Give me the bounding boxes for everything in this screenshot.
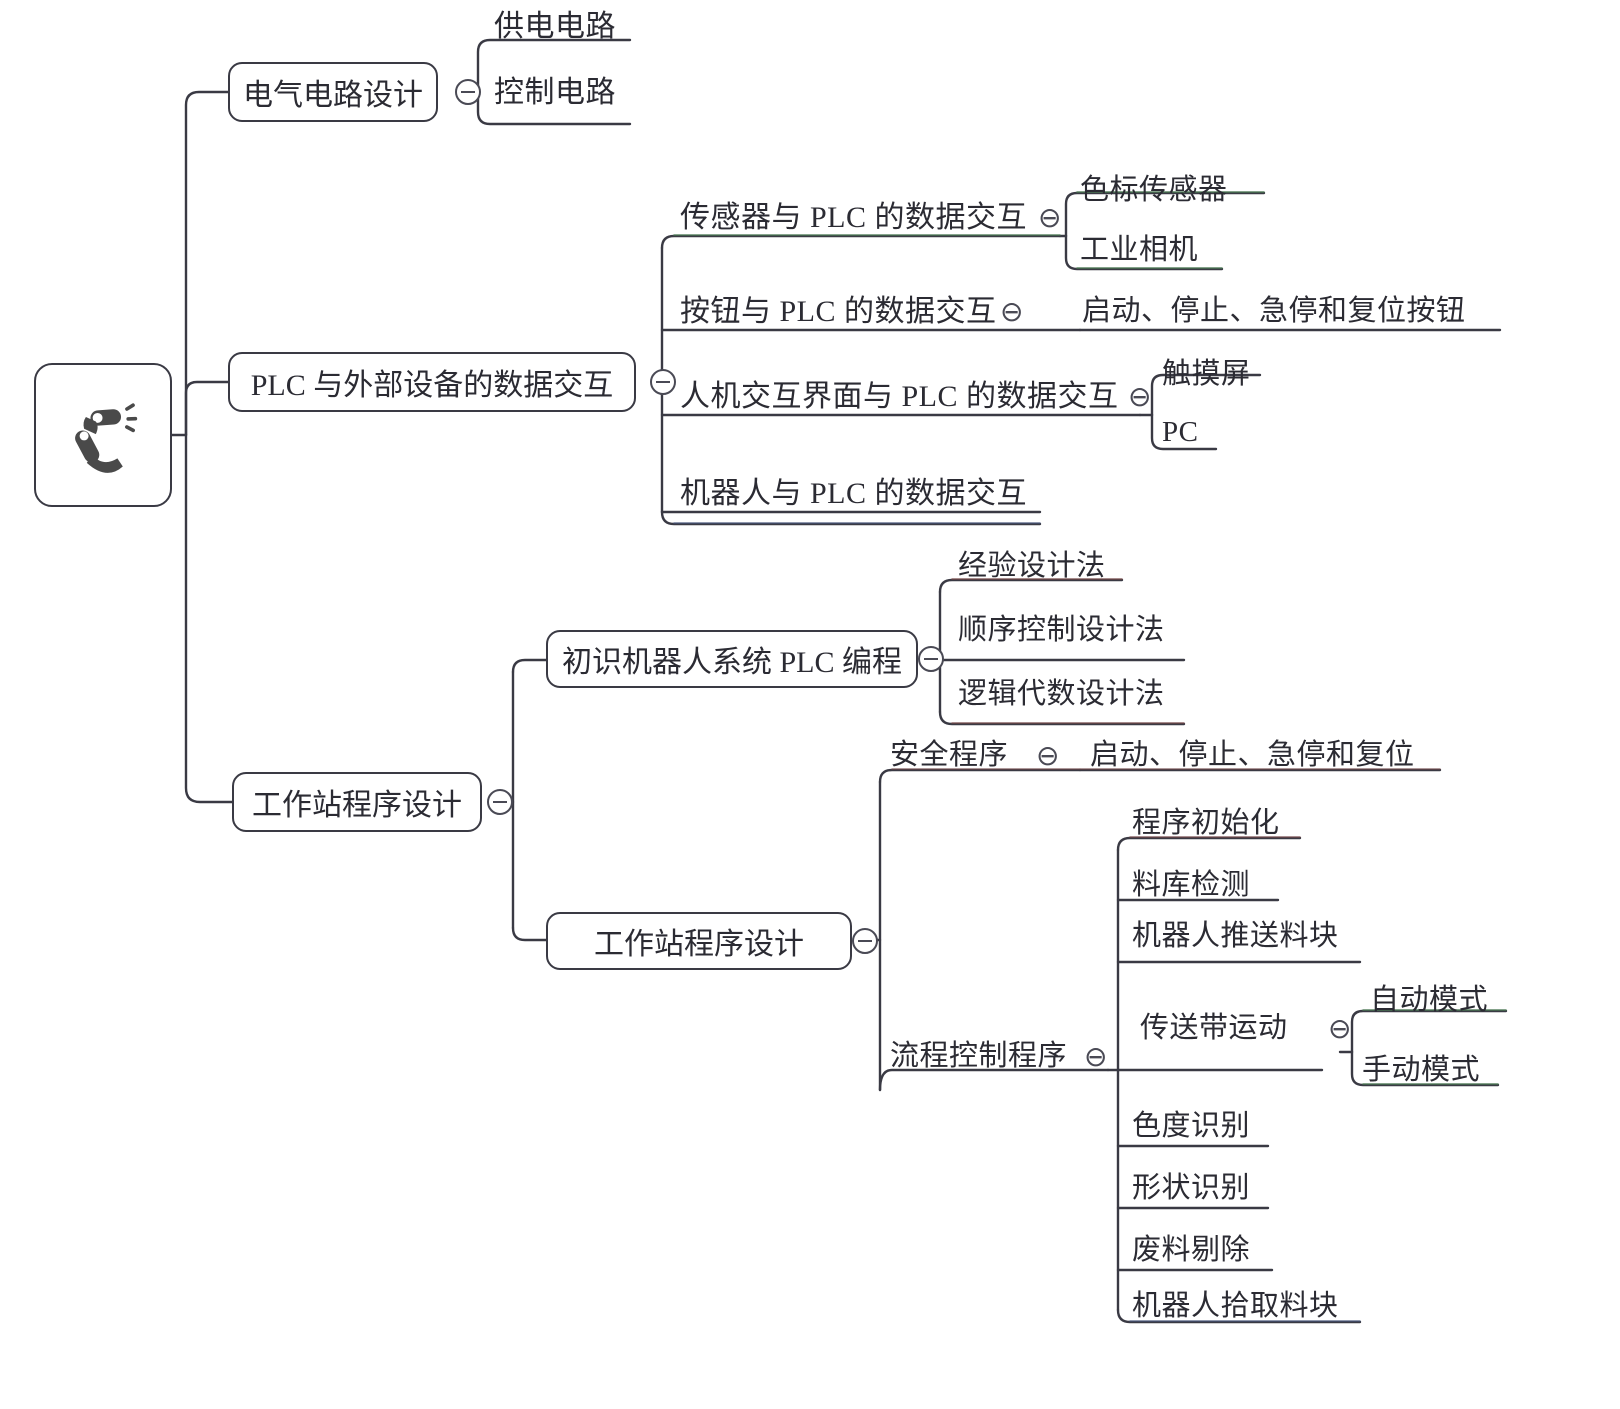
collapse-toggle-plc[interactable] <box>650 369 676 395</box>
node-material-warehouse-detection[interactable]: 料库检测 <box>1132 871 1250 900</box>
node-label: 安全程序 <box>890 739 1009 771</box>
node-process-control-program[interactable]: 流程控制程序 <box>890 1042 1067 1071</box>
node-label: 形状识别 <box>1132 1172 1251 1204</box>
node-label: 人机交互界面与 PLC 的数据交互 <box>680 380 1119 413</box>
node-color-mark-sensor[interactable]: 色标传感器 <box>1080 176 1228 205</box>
node-intro-robot-system-plc-programming[interactable]: 初识机器人系统 PLC 编程 <box>546 630 918 688</box>
node-workstation-program-design-sub[interactable]: 工作站程序设计 <box>546 912 852 970</box>
node-label: 机器人拾取料块 <box>1132 1290 1339 1322</box>
branch-node-workstation-program-design[interactable]: 工作站程序设计 <box>232 772 482 832</box>
node-touch-screen[interactable]: 触摸屏 <box>1162 360 1251 389</box>
collapse-toggle-button[interactable]: ⊖ <box>1000 295 1024 328</box>
branch-node-electrical-circuit-design[interactable]: 电气电路设计 <box>228 62 438 122</box>
node-hmi-plc-data-exchange[interactable]: 人机交互界面与 PLC 的数据交互 <box>680 382 1119 412</box>
node-label: 色标传感器 <box>1080 174 1228 206</box>
node-start-stop-estop-reset[interactable]: 启动、停止、急停和复位 <box>1090 741 1415 770</box>
node-label: PC <box>1162 416 1199 448</box>
node-label: 逻辑代数设计法 <box>958 678 1165 710</box>
node-label: 启动、停止、急停和复位 <box>1090 739 1415 771</box>
node-control-circuit[interactable]: 控制电路 <box>494 78 616 108</box>
collapse-toggle-safety[interactable]: ⊖ <box>1036 739 1060 772</box>
node-shape-recognition[interactable]: 形状识别 <box>1132 1174 1250 1203</box>
node-safety-program[interactable]: 安全程序 <box>890 741 1008 770</box>
node-label: 触摸屏 <box>1162 358 1251 390</box>
collapse-toggle-sensor[interactable]: ⊖ <box>1038 201 1062 234</box>
node-power-supply-circuit[interactable]: 供电电路 <box>494 12 616 42</box>
node-sensor-plc-data-exchange[interactable]: 传感器与 PLC 的数据交互 <box>680 203 1027 233</box>
node-program-initialization[interactable]: 程序初始化 <box>1132 809 1280 838</box>
node-conveyor-belt-motion[interactable]: 传送带运动 <box>1140 1014 1288 1043</box>
node-label: 传感器与 PLC 的数据交互 <box>680 201 1028 234</box>
collapse-toggle-conveyor[interactable]: ⊖ <box>1328 1012 1352 1045</box>
node-label: 程序初始化 <box>1132 807 1280 839</box>
node-automatic-mode[interactable]: 自动模式 <box>1370 986 1488 1015</box>
node-label: 传送带运动 <box>1140 1012 1288 1044</box>
node-label: 机器人与 PLC 的数据交互 <box>680 477 1028 510</box>
node-boolean-algebra-design-method[interactable]: 逻辑代数设计法 <box>958 680 1165 709</box>
collapse-toggle-process-control[interactable]: ⊖ <box>1084 1040 1108 1073</box>
node-label: 按钮与 PLC 的数据交互 <box>680 295 997 328</box>
node-waste-material-removal[interactable]: 废料剔除 <box>1132 1236 1250 1265</box>
node-robot-push-material-block[interactable]: 机器人推送料块 <box>1132 922 1339 951</box>
collapse-toggle-workstation-sub[interactable] <box>852 928 878 954</box>
node-industrial-camera[interactable]: 工业相机 <box>1080 236 1198 265</box>
node-label: 控制电路 <box>494 76 616 109</box>
node-sequential-control-design-method[interactable]: 顺序控制设计法 <box>958 616 1165 645</box>
node-label: 经验设计法 <box>958 550 1106 582</box>
node-label: 料库检测 <box>1132 869 1251 901</box>
node-label: 流程控制程序 <box>890 1040 1068 1072</box>
node-robot-pick-material-block[interactable]: 机器人拾取料块 <box>1132 1292 1339 1321</box>
collapse-toggle-hmi[interactable]: ⊖ <box>1128 380 1152 413</box>
node-label: 工作站程序设计 <box>594 928 804 961</box>
collapse-toggle-electrical[interactable] <box>455 79 481 105</box>
node-experience-design-method[interactable]: 经验设计法 <box>958 552 1106 581</box>
node-color-recognition[interactable]: 色度识别 <box>1132 1112 1250 1141</box>
node-start-stop-estop-reset-buttons[interactable]: 启动、停止、急停和复位按钮 <box>1082 297 1466 326</box>
node-label: 顺序控制设计法 <box>958 614 1165 646</box>
collapse-toggle-intro-plc[interactable] <box>918 646 944 672</box>
node-label: 供电电路 <box>494 10 616 43</box>
root-node-robot[interactable] <box>34 363 172 507</box>
robot-arm-icon <box>75 403 138 473</box>
node-label: 初识机器人系统 PLC 编程 <box>561 646 903 679</box>
branch-label: 工作站程序设计 <box>252 789 462 822</box>
node-label: 色度识别 <box>1132 1110 1251 1142</box>
node-label: 机器人推送料块 <box>1132 920 1339 952</box>
node-label: 工业相机 <box>1080 234 1199 266</box>
node-manual-mode[interactable]: 手动模式 <box>1362 1056 1480 1085</box>
node-label: 启动、停止、急停和复位按钮 <box>1082 295 1466 327</box>
branch-label: 电气电路设计 <box>243 79 423 112</box>
branch-node-plc-external-device-data-exchange[interactable]: PLC 与外部设备的数据交互 <box>228 352 636 412</box>
node-label: 废料剔除 <box>1132 1234 1251 1266</box>
node-pc[interactable]: PC <box>1162 418 1198 447</box>
node-label: 自动模式 <box>1370 984 1489 1016</box>
node-label: 手动模式 <box>1362 1054 1481 1086</box>
node-button-plc-data-exchange[interactable]: 按钮与 PLC 的数据交互 <box>680 297 997 327</box>
collapse-toggle-workstation[interactable] <box>487 789 513 815</box>
node-robot-plc-data-exchange[interactable]: 机器人与 PLC 的数据交互 <box>680 479 1027 509</box>
branch-label: PLC 与外部设备的数据交互 <box>250 369 614 402</box>
